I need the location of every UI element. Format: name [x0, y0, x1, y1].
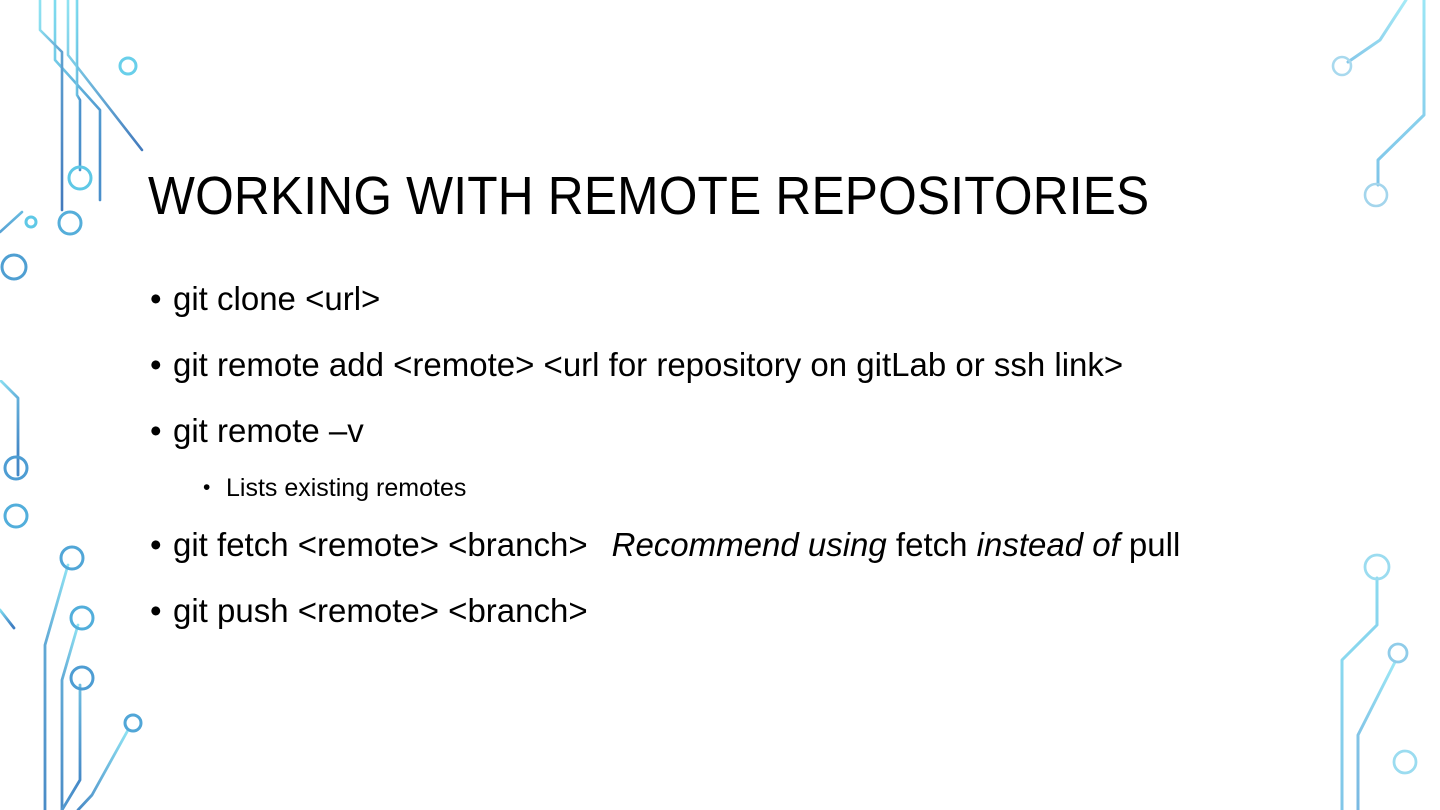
page-title: WORKING WITH REMOTE REPOSITORIES [148, 166, 1150, 227]
bullet-marker: • [150, 526, 162, 563]
bullet-marker: • [150, 592, 162, 629]
list-item-text: git fetch <remote> <branch> Recommend usi… [173, 526, 1180, 563]
list-item: • git push <remote> <branch> [148, 578, 1338, 644]
circuit-decoration-bottom-left [0, 380, 143, 810]
list-item-text: git clone <url> [173, 280, 381, 317]
list-item: • git fetch <remote> <branch> Recommend u… [148, 512, 1338, 578]
circuit-node [0, 56, 138, 281]
circuit-node [3, 455, 143, 733]
bullet-marker: • [150, 280, 162, 317]
sub-list-item: • Lists existing remotes [148, 464, 1338, 512]
list-item: • git remote add <remote> <url for repos… [148, 332, 1338, 398]
circuit-decoration-top-left [0, 0, 144, 281]
circuit-node [1331, 55, 1389, 208]
list-item-text: git push <remote> <branch> [173, 592, 588, 629]
run-emphasis-2: instead of [976, 526, 1129, 563]
circuit-decoration-top-right [1331, 0, 1426, 208]
sub-list-item-text: Lists existing remotes [226, 474, 467, 502]
run-emphasis-1: Recommend using [611, 526, 896, 563]
list-item: • git remote –v [148, 398, 1338, 464]
circuit-decoration-bottom-right [1340, 553, 1418, 810]
bullet-marker: • [150, 346, 162, 383]
circuit-node [1363, 553, 1418, 775]
run-plain-2: pull [1128, 526, 1181, 563]
run-plain-1: fetch [895, 526, 977, 563]
bullet-marker: • [150, 412, 162, 449]
bullet-list: • git clone <url> • git remote add <remo… [148, 266, 1338, 644]
run-command: git fetch <remote> <branch> [173, 526, 588, 563]
list-item: • git clone <url> [148, 266, 1338, 332]
list-item-text: git remote add <remote> <url for reposit… [173, 346, 1124, 383]
bullet-marker: • [203, 476, 211, 499]
list-item-text: git remote –v [173, 412, 364, 449]
